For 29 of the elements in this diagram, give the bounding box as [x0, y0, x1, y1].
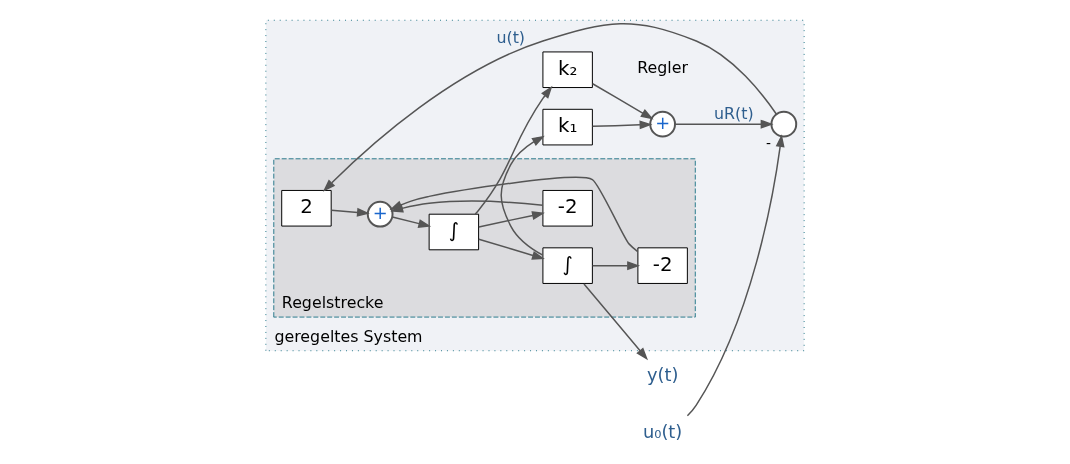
node-box: 2	[281, 189, 332, 227]
node-box: -2	[542, 189, 593, 227]
node-circle	[770, 110, 798, 138]
arrow	[478, 238, 545, 260]
arrow	[674, 119, 774, 129]
arrow	[391, 216, 432, 228]
arrow	[591, 120, 653, 130]
node-label: -	[766, 134, 772, 151]
node-box: k₂	[542, 51, 593, 89]
label: Regler	[637, 58, 688, 78]
arrow	[500, 135, 545, 256]
arrow	[591, 83, 654, 120]
edge-label: u(t)	[496, 27, 526, 47]
node-box: ∫	[542, 247, 593, 284]
arrow	[474, 85, 553, 215]
node-box: ∫	[428, 213, 480, 251]
arrow	[330, 207, 370, 217]
edge-label: uR(t)	[714, 104, 754, 124]
node-text: y(t)	[646, 363, 679, 385]
node-circle: +	[366, 200, 394, 228]
arrow	[322, 23, 777, 192]
arrow	[478, 211, 545, 228]
node-circle: +	[649, 110, 676, 138]
arrow	[686, 134, 785, 417]
node-text: u₀(t)	[643, 421, 683, 443]
node-box: k₁	[542, 108, 593, 146]
node-box: -2	[637, 247, 688, 284]
arrow	[591, 261, 640, 271]
arrow	[583, 283, 648, 361]
